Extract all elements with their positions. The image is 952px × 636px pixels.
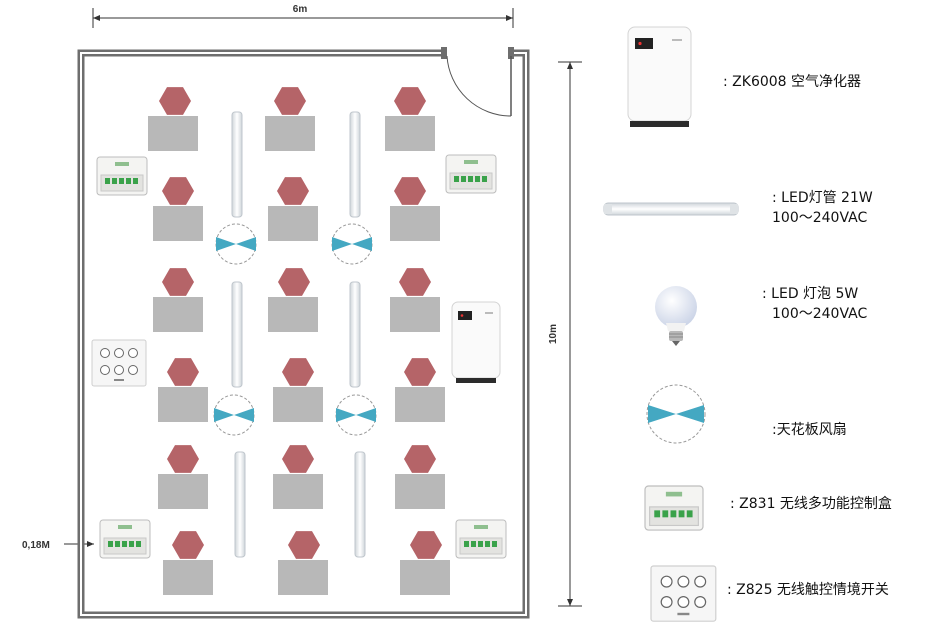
legend-label: 100～240VAC [772,306,868,322]
desk [268,297,318,332]
touch-switch-icon [91,339,147,387]
chair [167,445,199,473]
legend-label: : LED灯管 21W [772,190,873,206]
air-purifier-icon [627,26,692,127]
desk [153,297,203,332]
led-tube-icon [231,281,243,388]
desk [278,560,328,595]
legend-label: :天花板风扇 [772,422,847,438]
chair [404,358,436,386]
desks [148,116,450,595]
chair [278,268,310,296]
ceiling-fan-icon [213,394,255,436]
chairs [159,87,442,559]
desk [153,206,203,241]
desk [385,116,435,151]
chair [167,358,199,386]
chair [159,87,191,115]
desk [163,560,213,595]
led-tube-icon [603,202,739,216]
legend-label: : ZK6008 空气净化器 [723,74,862,90]
chair [172,531,204,559]
desk [268,206,318,241]
controller-box-icon [99,519,151,559]
desk [148,116,198,151]
desk [158,387,208,422]
chair [162,268,194,296]
desk [265,116,315,151]
legend-label: : Z825 无线触控情境开关 [727,582,889,598]
offset-label: 0,18M [22,540,50,551]
chair [394,87,426,115]
legend-item-led-bulb: : LED 灯泡 5W 100～240VAC [762,284,867,324]
controller-box-icon [644,485,704,531]
desk [273,474,323,509]
led-bulb-icon [655,286,697,346]
chair [282,358,314,386]
legend-icons [603,26,739,622]
chair [282,445,314,473]
legend-item-led-tube: : LED灯管 21W 100～240VAC [772,188,873,228]
desk [390,206,440,241]
height-dimension: 10m [548,61,582,607]
chair [394,177,426,205]
led-tube-icon [349,111,361,218]
desk [390,297,440,332]
ceiling-fan-icon [335,394,377,436]
legend-label: : Z831 无线多功能控制盒 [730,496,892,512]
desk [158,474,208,509]
width-dimension: 6m [92,4,514,28]
legend-item-ceiling-fan: :天花板风扇 [772,420,847,440]
chair [410,531,442,559]
ceiling-fan-icon [215,223,257,265]
led-tube-icon [234,451,246,558]
legend-item-controller-box: : Z831 无线多功能控制盒 [730,494,892,514]
controller-box-icon [455,519,507,559]
legend-item-touch-switch: : Z825 无线触控情境开关 [727,580,889,600]
led-tube-icon [354,451,366,558]
legend-label: : LED 灯泡 5W [762,286,859,302]
ceiling-fan-icon [331,223,373,265]
controller-box-icon [96,156,148,196]
legend-item-air-purifier: : ZK6008 空气净化器 [723,72,861,92]
height-label: 10m [548,324,559,344]
led-tubes [231,111,366,558]
legend-label: 100～240VAC [772,210,868,226]
room-walls [77,47,530,619]
chair [288,531,320,559]
width-label: 6m [293,4,308,15]
led-tube-icon [231,111,243,218]
chair [274,87,306,115]
desk [400,560,450,595]
desk [395,474,445,509]
chair [162,177,194,205]
chair [277,177,309,205]
led-tube-icon [349,281,361,388]
controller-box-icon [445,154,497,194]
ceiling-fan-icon [646,384,706,444]
touch-switch-icon [650,565,717,622]
desk [273,387,323,422]
desk [395,387,445,422]
air-purifier-icon [451,301,501,384]
chair [399,268,431,296]
chair [404,445,436,473]
